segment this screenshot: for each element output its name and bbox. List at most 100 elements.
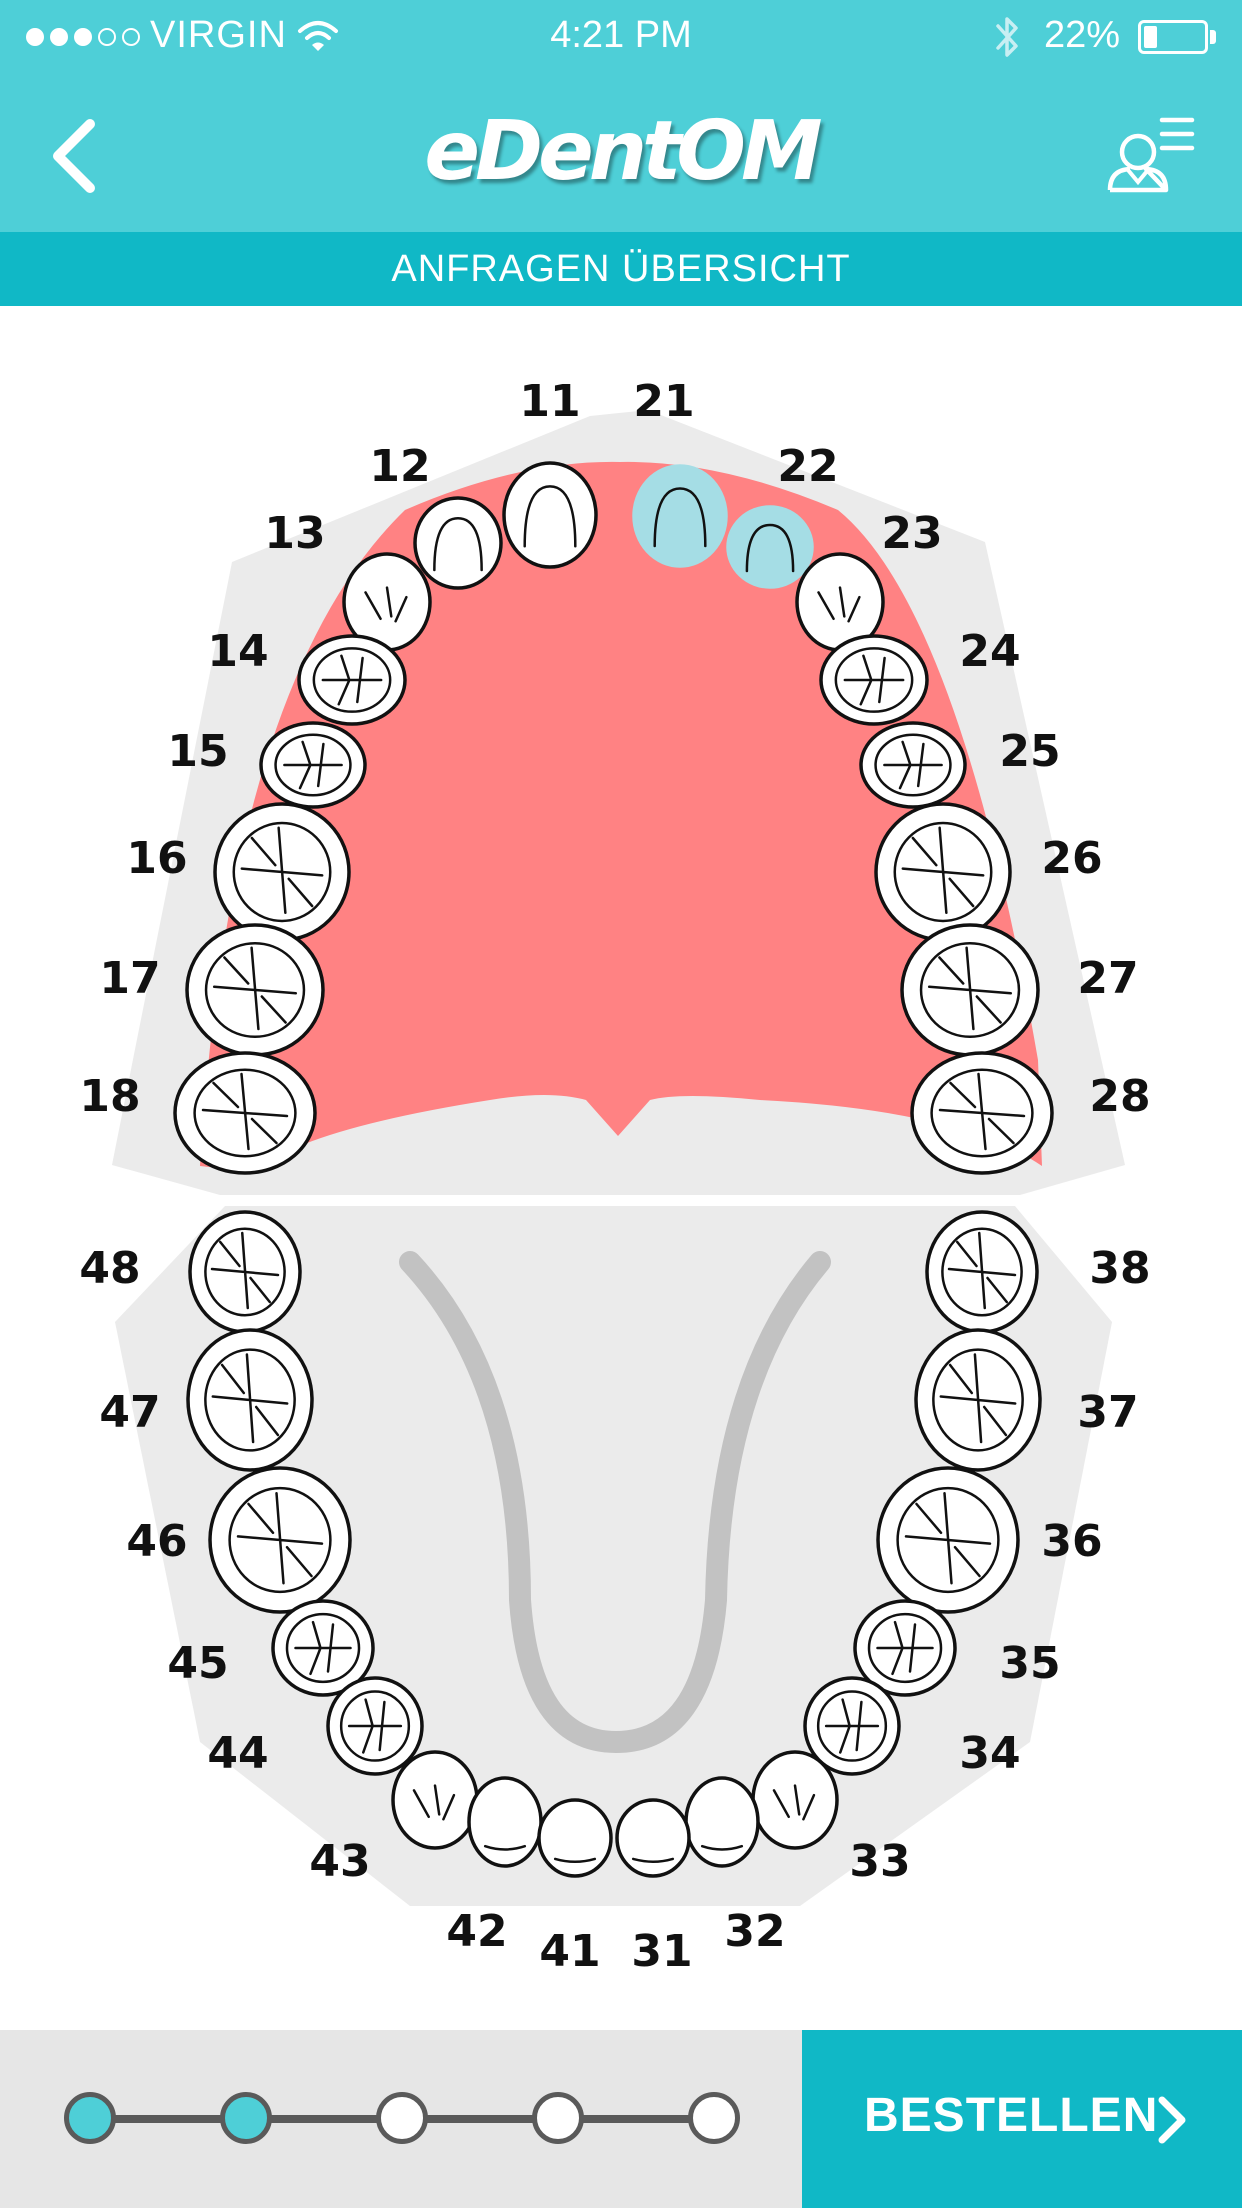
tooth-13-detail: [364, 586, 408, 623]
battery-percent: 22%: [1044, 14, 1121, 56]
tooth-37-occlusal: [932, 1348, 1024, 1452]
tooth-18-detail: [201, 1072, 289, 1151]
app-logo: eDentOM: [424, 104, 822, 199]
tooth-47-occlusal: [204, 1348, 296, 1452]
tooth-33-crown: [751, 1750, 839, 1850]
tooth-label-47: 47: [99, 1387, 160, 1438]
tooth-42-detail: [483, 1844, 527, 1851]
tooth-label-43: 43: [309, 1836, 370, 1887]
tongue: [399, 1251, 831, 1754]
tooth-18[interactable]: [173, 1051, 317, 1175]
tooth-33[interactable]: [751, 1750, 839, 1850]
tooth-16-occlusal: [232, 821, 332, 923]
tooth-26-detail: [901, 826, 985, 915]
profile-menu-button[interactable]: [1100, 112, 1200, 202]
tooth-16[interactable]: [213, 802, 351, 942]
tooth-45[interactable]: [271, 1599, 375, 1697]
tooth-42[interactable]: [467, 1776, 543, 1868]
tooth-35-detail: [876, 1620, 934, 1676]
tooth-label-48: 48: [79, 1243, 140, 1294]
tooth-48[interactable]: [188, 1210, 302, 1334]
battery-icon: [1138, 20, 1208, 54]
tooth-48-occlusal: [204, 1227, 286, 1317]
tooth-46[interactable]: [208, 1466, 352, 1614]
tooth-label-45: 45: [167, 1638, 228, 1689]
tooth-32[interactable]: [684, 1776, 760, 1868]
tooth-35[interactable]: [853, 1599, 957, 1697]
tooth-15[interactable]: [259, 721, 367, 809]
tooth-32-detail: [700, 1844, 744, 1851]
tooth-14-occlusal: [312, 647, 392, 713]
tooth-46-occlusal: [228, 1486, 332, 1594]
tooth-38[interactable]: [925, 1210, 1039, 1334]
battery-nub: [1210, 30, 1216, 44]
tooth-41-detail: [553, 1857, 597, 1863]
progress-step-5: [688, 2092, 740, 2144]
tooth-17-detail: [212, 946, 298, 1031]
tooth-25-occlusal: [874, 733, 952, 797]
page-title: ANFRAGEN ÜBERSICHT: [0, 232, 1242, 306]
tooth-28[interactable]: [910, 1051, 1054, 1175]
tooth-33-detail: [772, 1784, 816, 1821]
tooth-26[interactable]: [874, 802, 1012, 942]
tooth-label-12: 12: [369, 441, 430, 492]
tooth-38-occlusal: [941, 1227, 1023, 1317]
tooth-25[interactable]: [859, 721, 967, 809]
tooth-12[interactable]: [413, 496, 503, 590]
tooth-17[interactable]: [185, 923, 325, 1057]
tooth-41[interactable]: [537, 1798, 613, 1878]
bluetooth-icon: [996, 17, 1018, 57]
tooth-43[interactable]: [391, 1750, 479, 1850]
tooth-25-detail: [883, 740, 943, 790]
tooth-37[interactable]: [914, 1328, 1042, 1472]
tooth-27-occlusal: [919, 941, 1021, 1039]
tooth-label-41: 41: [539, 1926, 600, 1977]
tooth-36-occlusal: [896, 1486, 1000, 1594]
progress-step-2: [220, 2092, 272, 2144]
tooth-22-detail: [745, 523, 795, 573]
tooth-26-occlusal: [893, 821, 993, 923]
tooth-47-detail: [211, 1353, 289, 1444]
tooth-36[interactable]: [876, 1466, 1020, 1614]
tooth-44[interactable]: [326, 1676, 424, 1776]
tooth-label-17: 17: [99, 953, 160, 1004]
tooth-24-occlusal: [834, 647, 914, 713]
tooth-label-13: 13: [264, 508, 325, 559]
signal-strength-icon: [26, 28, 140, 50]
tooth-42-crown: [467, 1776, 543, 1868]
tooth-label-24: 24: [959, 626, 1020, 677]
tooth-22-crown: [726, 505, 814, 589]
tooth-label-14: 14: [207, 626, 268, 677]
tooth-11-crown: [502, 461, 598, 569]
tooth-36-detail: [904, 1491, 992, 1585]
tooth-22[interactable]: [726, 505, 814, 589]
tooth-label-46: 46: [126, 1516, 187, 1567]
tooth-21[interactable]: [632, 464, 728, 568]
tooth-27[interactable]: [900, 923, 1040, 1057]
tooth-14[interactable]: [297, 634, 407, 726]
tooth-11-detail: [523, 485, 577, 548]
tooth-38-detail: [947, 1231, 1017, 1310]
tooth-35-occlusal: [867, 1612, 943, 1684]
back-button[interactable]: [40, 112, 110, 202]
tooth-label-25: 25: [999, 726, 1060, 777]
tooth-47[interactable]: [186, 1328, 314, 1472]
tooth-44-occlusal: [339, 1690, 411, 1762]
tooth-34[interactable]: [803, 1676, 901, 1776]
tooth-label-33: 33: [849, 1836, 910, 1887]
tooth-28-detail: [938, 1072, 1026, 1151]
tooth-24[interactable]: [819, 634, 929, 726]
order-button[interactable]: BESTELLEN: [802, 2030, 1242, 2208]
tooth-31[interactable]: [615, 1798, 691, 1878]
tooth-41-crown: [537, 1798, 613, 1878]
tooth-11[interactable]: [502, 461, 598, 569]
tooth-label-11: 11: [519, 376, 580, 427]
tooth-15-occlusal: [274, 733, 352, 797]
tooth-label-22: 22: [777, 441, 838, 492]
tooth-37-detail: [939, 1353, 1017, 1444]
tooth-18-occlusal: [193, 1068, 297, 1158]
tooth-13[interactable]: [342, 552, 432, 652]
tooth-label-32: 32: [724, 1906, 785, 1957]
tooth-27-detail: [927, 946, 1013, 1031]
tooth-label-37: 37: [1077, 1387, 1138, 1438]
